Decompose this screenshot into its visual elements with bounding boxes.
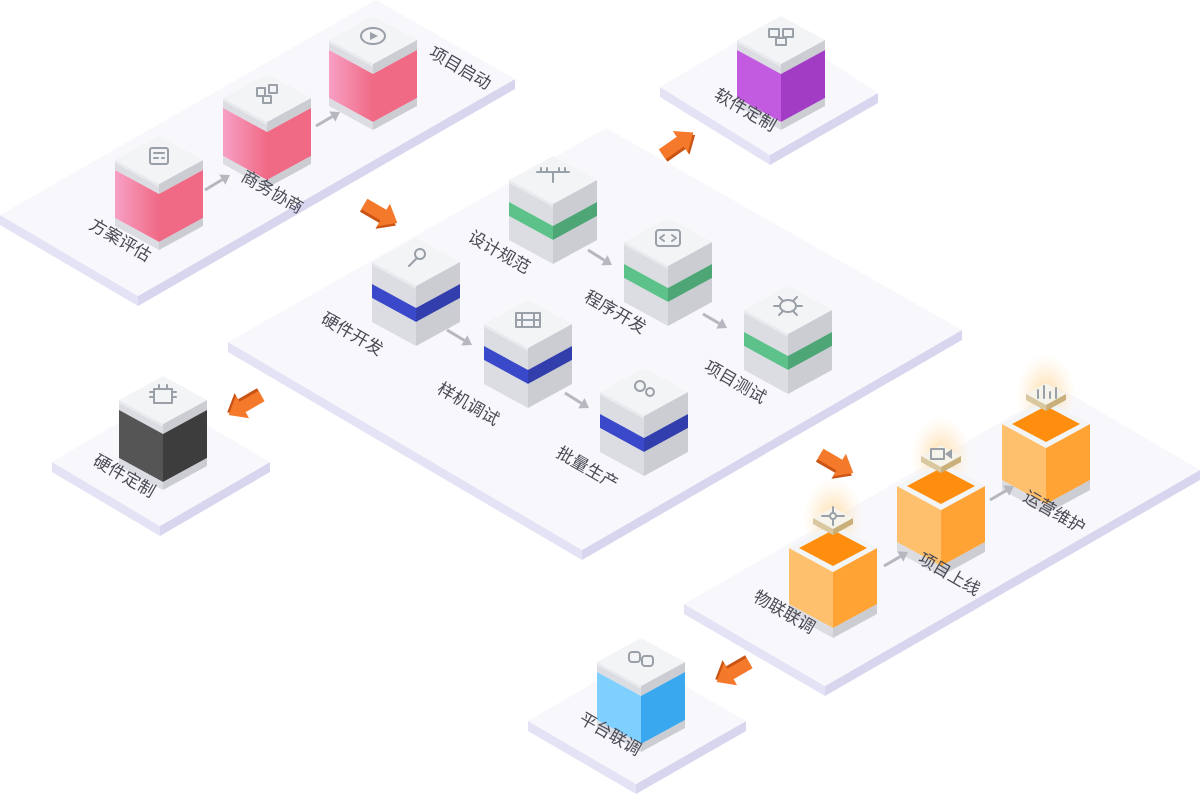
step-puzzle-cube [737, 16, 825, 130]
step-calculator-cube [115, 136, 203, 250]
step-chip-cube [119, 376, 207, 490]
chip-icon [149, 384, 177, 404]
calculator-icon [149, 147, 169, 165]
flow-arrow [564, 391, 589, 409]
chart-icon [1037, 385, 1057, 399]
stage-transition-arrow [359, 198, 398, 229]
flow-arrow [702, 312, 727, 329]
flow-arrow [587, 248, 612, 266]
stage-transition-arrow [227, 388, 265, 419]
board-icon [515, 312, 541, 328]
platform-development [228, 128, 962, 560]
step-board-cube [484, 300, 572, 408]
gears-icon [634, 380, 655, 397]
step-gears-cube [600, 368, 688, 476]
step-link-cube [597, 638, 685, 752]
step-bug-cube [744, 286, 832, 394]
step-network-cube [789, 478, 877, 638]
puzzle-icon [768, 28, 794, 46]
step-wrench-cube [372, 238, 460, 346]
stage-transition-arrow [658, 131, 696, 162]
code-icon [655, 229, 681, 247]
step-chart-cube [1002, 354, 1090, 514]
step-ruler-cube [509, 156, 597, 264]
wrench-icon [408, 248, 426, 267]
flow-arrow [883, 551, 908, 568]
step-camera-cube [897, 416, 985, 576]
play-icon [360, 27, 386, 45]
stage-transition-arrow [815, 448, 854, 479]
camera-icon [930, 448, 952, 460]
blocks-icon [256, 84, 278, 104]
network-icon [821, 506, 845, 526]
link-icon [628, 651, 654, 667]
flow-arrow [315, 111, 340, 128]
flow-arrow [204, 174, 230, 192]
stage-transition-arrow [715, 655, 753, 686]
bug-icon [773, 296, 803, 316]
flow-arrow [989, 485, 1014, 502]
step-blocks-cube [223, 74, 311, 188]
ruler-icon [536, 167, 570, 183]
step-code-cube [624, 218, 712, 326]
step-play-cube [329, 16, 417, 130]
flow-arrow [446, 328, 472, 346]
